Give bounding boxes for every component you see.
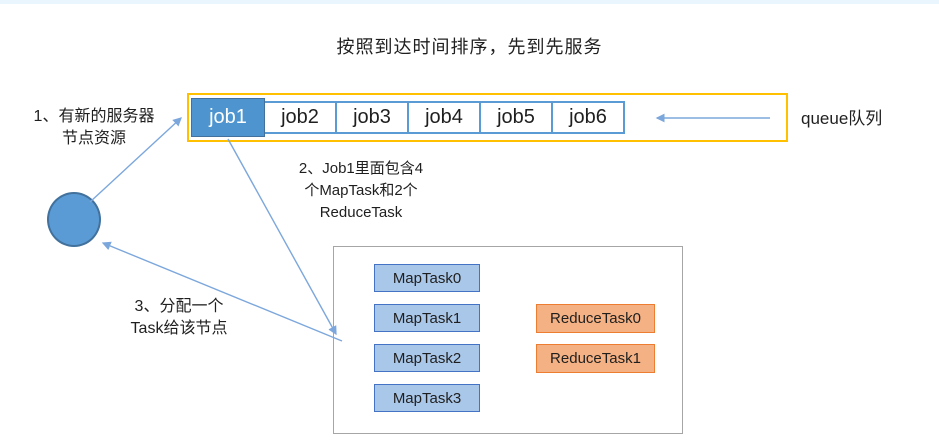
job-cell-job1: job1 bbox=[191, 98, 265, 137]
reduce-task-0: ReduceTask0 bbox=[536, 304, 655, 333]
annotation-step1-line1: 1、有新的服务器 bbox=[33, 108, 155, 125]
job-cell-job4: job4 bbox=[407, 101, 481, 134]
map-task-0: MapTask0 bbox=[374, 264, 480, 292]
job-cell-job3: job3 bbox=[335, 101, 409, 134]
annotation-step3-line2: Task给该节点 bbox=[130, 320, 228, 337]
job-cell-job2: job2 bbox=[263, 101, 337, 134]
annotation-step3-line1: 3、分配一个 bbox=[134, 298, 224, 315]
job-cell-job5: job5 bbox=[479, 101, 553, 134]
annotation-step3: 3、分配一个 Task给该节点 bbox=[88, 296, 270, 340]
queue-box: job1 job2 job3 job4 job5 job6 bbox=[187, 93, 788, 142]
annotation-step2-line3: ReduceTask bbox=[319, 204, 403, 221]
annotation-step2-line1: 2、Job1里面包含4 bbox=[298, 160, 424, 177]
annotation-step1: 1、有新的服务器 节点资源 bbox=[8, 106, 180, 150]
server-node-circle bbox=[47, 192, 101, 247]
job1-tasks-container: MapTask0 MapTask1 MapTask2 MapTask3 Redu… bbox=[333, 246, 683, 434]
job-cell-job6: job6 bbox=[551, 101, 625, 134]
annotation-step2: 2、Job1里面包含4 个MapTask和2个 ReduceTask bbox=[252, 158, 470, 224]
queue-label: queue队列 bbox=[801, 109, 883, 128]
top-edge-strip bbox=[0, 0, 939, 4]
map-task-3: MapTask3 bbox=[374, 384, 480, 412]
annotation-step1-line2: 节点资源 bbox=[61, 130, 126, 147]
annotation-step2-line2: 个MapTask和2个 bbox=[304, 182, 418, 199]
diagram-title: 按照到达时间排序，先到先服务 bbox=[336, 37, 603, 57]
map-task-1: MapTask1 bbox=[374, 304, 480, 332]
jobs-row: job1 job2 job3 job4 job5 job6 bbox=[191, 95, 625, 140]
map-task-2: MapTask2 bbox=[374, 344, 480, 372]
reduce-task-1: ReduceTask1 bbox=[536, 344, 655, 373]
